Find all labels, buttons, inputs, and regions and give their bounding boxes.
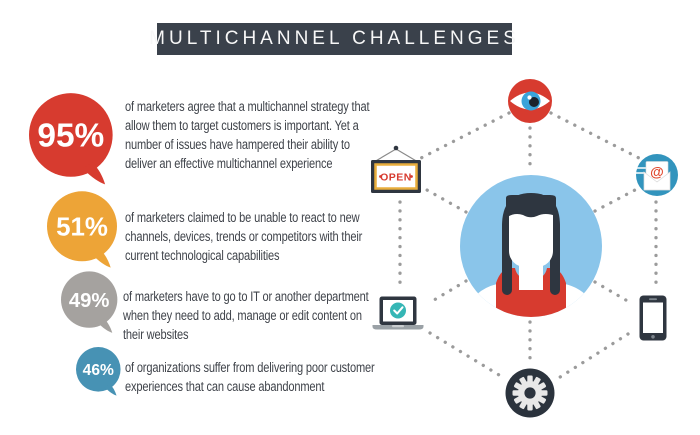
speech-bubble-circle [29, 93, 113, 177]
avatar-red-top [496, 268, 566, 317]
open-sign-label: OPEN [380, 172, 412, 184]
speech-bubble-tail [91, 249, 111, 268]
speech-bubble-tail [97, 318, 113, 333]
open-sign-icon: OPEN [371, 145, 421, 193]
page-title: MULTICHANNEL CHALLENGES [149, 28, 520, 49]
speech-bubble-tail [82, 162, 106, 185]
laptop-base [372, 325, 424, 330]
stat-text-95: of marketers agree that a multichannel s… [125, 99, 370, 171]
speech-bubble-circle [76, 347, 121, 392]
speech-bubble-circle [61, 271, 118, 328]
connector-eye-open [419, 111, 511, 160]
connector-eye-email [549, 111, 641, 160]
stat-bubble-49: 49% [61, 271, 118, 333]
speech-bubble-tail [104, 384, 117, 396]
speech-bubble-circle [47, 191, 117, 262]
stat-value: 49% [69, 290, 110, 312]
stat-bubble-46: 46% [76, 347, 121, 396]
connector-laptop-gear [428, 331, 506, 380]
connector-center-laptop [427, 279, 468, 305]
customer-avatar [460, 175, 602, 317]
stat-text-49: of marketers have to go to IT or another… [123, 289, 369, 342]
header-bar: MULTICHANNEL CHALLENGES [149, 23, 516, 55]
stat-bubble-51: 51% [47, 191, 117, 268]
stat-value: 46% [83, 362, 114, 379]
stat-text-46: of organizations suffer from delivering … [125, 360, 375, 394]
avatar-bangs [506, 195, 556, 218]
channel-network-diagram: OPEN @ [371, 79, 678, 418]
sign-nail [393, 145, 399, 151]
stat-value: 95% [37, 118, 104, 155]
stat-bubble-95: 95% [29, 93, 113, 185]
email-at-icon: @ [635, 154, 678, 196]
eye-icon [508, 79, 552, 123]
connector-phone-gear [555, 332, 630, 381]
connector-center-email [593, 188, 637, 213]
check-mark [393, 306, 404, 315]
avatar-face [509, 200, 553, 267]
dotted-connectors [398, 111, 658, 381]
check-circle [390, 302, 406, 319]
stat-text-51: of marketers claimed to be unable to rea… [125, 210, 363, 263]
connector-center-open [425, 188, 468, 214]
at-symbol: @ [650, 164, 664, 180]
stat-value: 51% [56, 213, 108, 241]
smartphone-icon [639, 295, 667, 341]
connector-center-phone [593, 280, 633, 305]
laptop-check-icon [372, 296, 424, 330]
gear-icon [505, 368, 555, 418]
